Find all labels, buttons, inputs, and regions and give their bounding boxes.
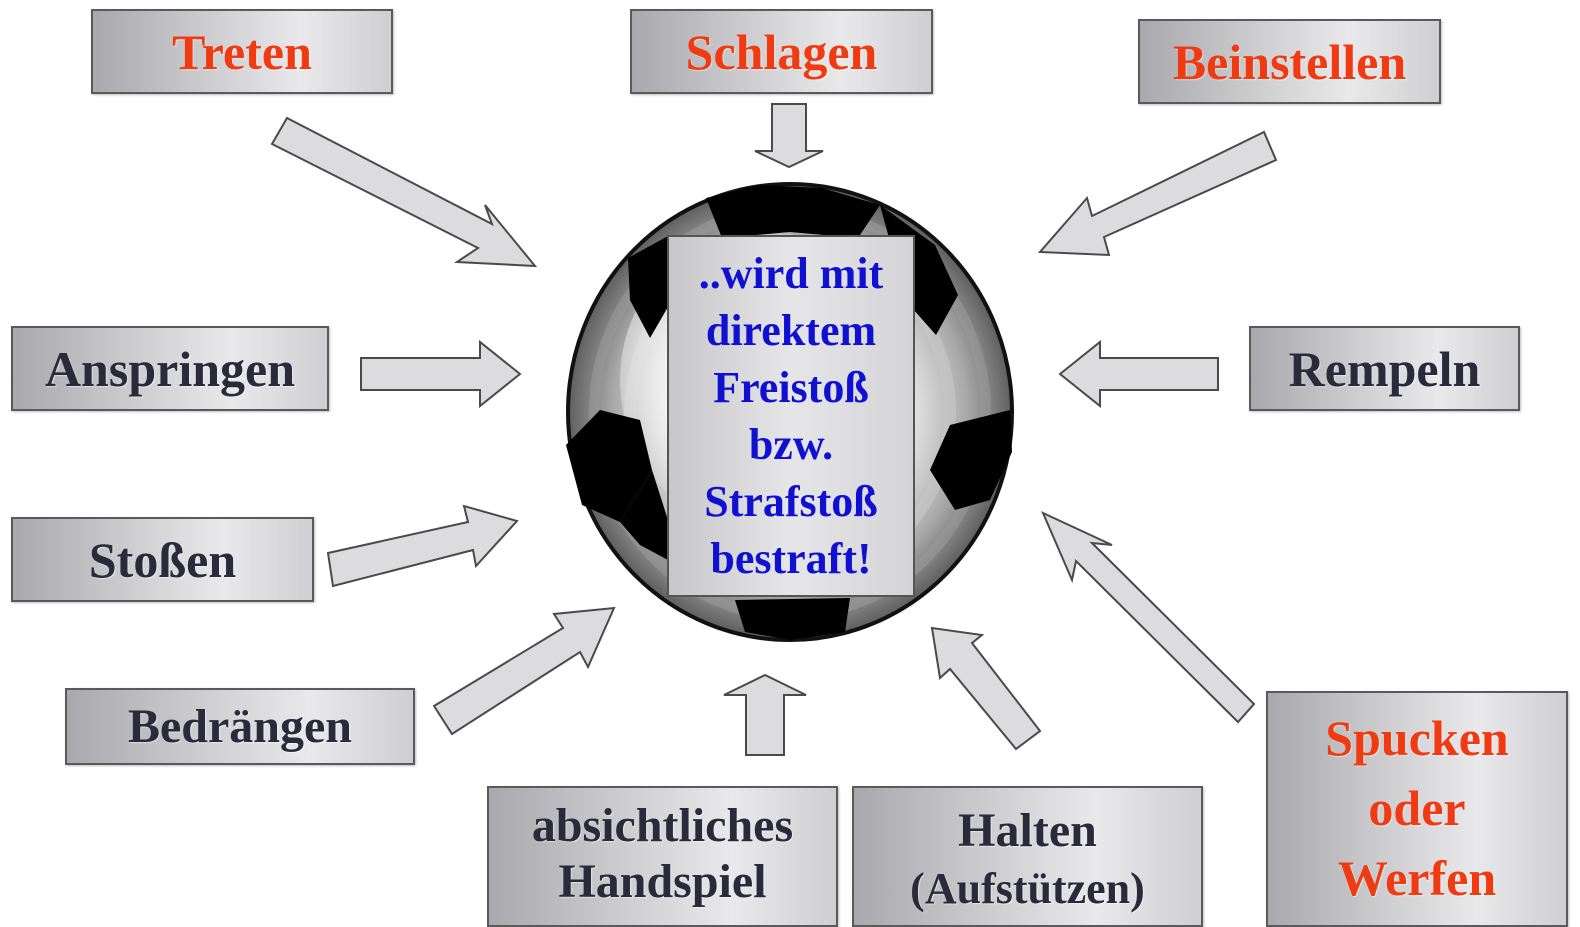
arrow-halten [930, 626, 1042, 751]
label-handspiel: absichtliches Handspiel [487, 786, 838, 927]
arrow-anspringen [360, 339, 522, 409]
label-beinstellen-text: Beinstellen [1172, 33, 1407, 90]
center-message-card: ..wird mit direktem Freistoß bzw. Strafs… [667, 235, 915, 597]
label-stossen: Stoßen [11, 517, 314, 602]
center-line-1: ..wird mit [698, 249, 884, 298]
label-rempeln-text: Rempeln [1288, 340, 1481, 397]
label-schlagen-text: Schlagen [685, 23, 878, 80]
label-stossen-text: Stoßen [88, 531, 237, 588]
center-line-6: bestraft! [710, 534, 872, 583]
center-line-3: Freistoß [713, 363, 869, 412]
arrow-rempeln [1058, 339, 1219, 409]
label-handspiel-line1: absichtliches [531, 799, 794, 852]
label-rempeln: Rempeln [1249, 326, 1520, 411]
arrow-schlagen [754, 103, 824, 169]
label-bedraengen: Bedrängen [65, 688, 415, 765]
label-schlagen: Schlagen [630, 9, 933, 94]
label-beinstellen: Beinstellen [1138, 19, 1441, 104]
arrow-beinstellen [1037, 130, 1278, 257]
label-handspiel-line2: Handspiel [558, 855, 767, 908]
arrow-treten [270, 116, 538, 268]
label-anspringen: Anspringen [11, 326, 329, 411]
label-spucken-line1: Spucken [1325, 710, 1509, 766]
center-line-4: bzw. [748, 420, 834, 469]
label-bedraengen-text: Bedrängen [127, 699, 352, 753]
arrow-spucken [1041, 510, 1256, 724]
label-halten-line1: Halten [958, 804, 1097, 857]
arrow-stossen [326, 504, 519, 588]
label-halten-line2: (Aufstützen) [910, 864, 1145, 913]
center-line-5: Strafstoß [704, 477, 878, 526]
label-spucken: Spucken oder Werfen [1266, 691, 1568, 927]
label-halten: Halten (Aufstützen) [852, 786, 1203, 927]
label-spucken-line2: oder [1368, 780, 1466, 836]
arrow-bedraengen [432, 606, 616, 736]
label-treten: Treten [91, 9, 393, 94]
label-spucken-line3: Werfen [1337, 850, 1497, 906]
label-treten-text: Treten [172, 23, 312, 80]
label-anspringen-text: Anspringen [44, 340, 296, 397]
center-line-2: direktem [705, 306, 877, 355]
arrow-handspiel [723, 673, 807, 756]
